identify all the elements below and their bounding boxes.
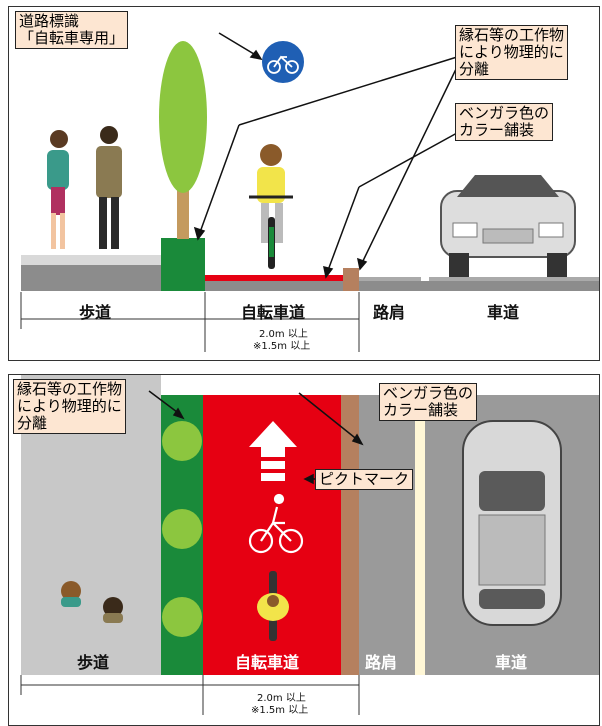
callout-arrows: [193, 32, 458, 279]
cross-section-panel: 道路標識 「自転車専用」 縁石等の工作物 により物理的に 分離 ベンガラ色の カ…: [8, 6, 600, 361]
direction-arrow-icon: [249, 421, 297, 481]
callout-color-bottom: ベンガラ色の カラー舗装: [379, 383, 478, 421]
car-front-figure: [440, 175, 576, 277]
callout-sign: 道路標識 「自転車専用」: [15, 11, 129, 49]
label-bike-lane-bottom: 自転車道: [235, 653, 300, 672]
callout-color: ベンガラ色の カラー舗装: [455, 103, 554, 141]
label-bike-lane: 自転車道: [241, 303, 306, 322]
edge-line: [415, 395, 425, 675]
bike-lane-base: [205, 279, 355, 291]
plan-view-panel: 縁石等の工作物 により物理的に 分離 ベンガラ色の カラー舗装 ピクトマーク 歩…: [8, 374, 600, 726]
width-note-line2: ※1.5m 以上: [253, 341, 311, 352]
sidewalk-base: [21, 265, 171, 291]
width-note-bottom-line1: 2.0m 以上: [257, 693, 306, 704]
label-roadway: 車道: [487, 303, 520, 322]
sidewalk-surface: [21, 255, 171, 265]
small-curb: [343, 268, 359, 291]
label-sidewalk-bottom: 歩道: [77, 653, 110, 672]
shoulder-area: [359, 395, 415, 675]
planter-curb: [161, 238, 205, 291]
tree-crown: [159, 41, 207, 193]
label-sidewalk: 歩道: [79, 303, 112, 322]
label-roadway-bottom: 車道: [495, 653, 528, 672]
cross-section-illustration: [20, 32, 599, 352]
lane-marking: [421, 277, 429, 281]
width-note-bottom-line2: ※1.5m 以上: [251, 705, 309, 716]
callout-curb-bottom: 縁石等の工作物 により物理的に 分離: [13, 379, 127, 434]
label-shoulder: 路肩: [373, 303, 406, 322]
bike-lane-surface: [205, 275, 355, 281]
car-top-view-figure: [462, 420, 562, 626]
callout-curb: 縁石等の工作物 により物理的に 分離: [455, 25, 569, 80]
callout-picto: ピクトマーク: [315, 469, 414, 490]
bengara-curb: [341, 395, 359, 675]
cyclist-figure: [249, 144, 293, 269]
shrub-3: [162, 597, 202, 637]
pedestrian-man-figure: [96, 126, 122, 249]
dimension-lines: [20, 292, 360, 352]
pedestrian-woman-figure: [47, 130, 69, 249]
shrub-1: [162, 421, 202, 461]
cyclist-top-view-figure: [257, 571, 289, 641]
label-shoulder-bottom: 路肩: [365, 653, 398, 672]
dimension-lines-bottom: [20, 675, 360, 715]
shrub-2: [162, 509, 202, 549]
roadway-surface: [359, 277, 599, 281]
roadway-base: [359, 279, 599, 291]
plan-view-illustration: [20, 375, 599, 715]
bicycle-only-sign-icon: [260, 39, 306, 85]
bicycle-pictogram-icon: [248, 493, 304, 554]
width-note-line1: 2.0m 以上: [259, 329, 308, 340]
pedestrians-top-view-figure: [61, 581, 123, 623]
